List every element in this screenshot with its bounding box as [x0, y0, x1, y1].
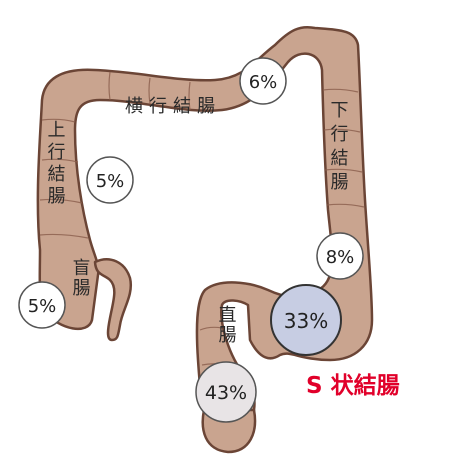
haustra-line — [39, 233, 89, 239]
transverse-percent-bubble: 6% — [239, 57, 287, 105]
rectum-label: 直腸 — [216, 305, 237, 345]
appendix — [93, 258, 133, 342]
descending-percent: 8% — [326, 247, 355, 268]
sigmoid-percent: 33% — [284, 309, 328, 333]
haustra-line — [41, 118, 76, 123]
sigmoid-colon-label: S 状結腸 — [306, 372, 400, 399]
ascending-percent-bubble: 5% — [86, 156, 134, 204]
rectum-percent-bubble: 43% — [195, 361, 257, 423]
cecum-label: 盲腸 — [70, 258, 91, 298]
haustra-line — [199, 326, 223, 331]
sigmoid-percent-bubble: 33% — [270, 284, 342, 356]
descending-colon-label: 下行結腸 — [328, 100, 349, 196]
haustra-line — [326, 203, 365, 208]
haustra-line — [188, 81, 191, 111]
transverse-colon-label: 横行結腸 — [125, 96, 221, 117]
haustra-line — [39, 198, 83, 204]
rectum-percent: 43% — [205, 382, 247, 404]
ascending-percent: 5% — [96, 171, 125, 192]
cecum-percent-bubble: 5% — [18, 281, 66, 329]
haustra-line — [41, 158, 79, 163]
haustra-line — [322, 88, 359, 93]
ascending-colon-label: 上行結腸 — [45, 120, 66, 208]
haustra-line — [148, 77, 151, 105]
transverse-percent: 6% — [249, 72, 278, 93]
cecum-percent: 5% — [28, 296, 57, 317]
haustra-marks — [39, 71, 365, 367]
haustra-line — [108, 71, 111, 101]
haustra-line — [324, 168, 363, 173]
haustra-line — [323, 128, 361, 133]
descending-percent-bubble: 8% — [316, 232, 364, 280]
